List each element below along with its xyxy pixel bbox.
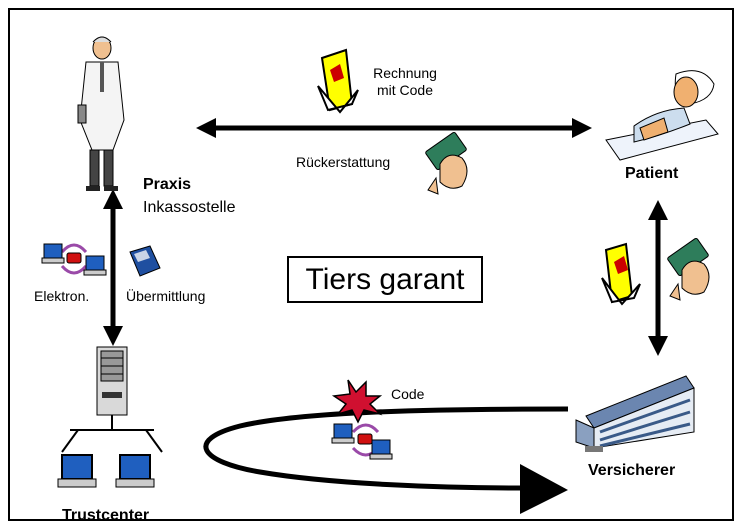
diagram-frame: [8, 8, 734, 521]
hand-card-icon: [425, 131, 468, 195]
electronic-transmission-icon-2: [331, 423, 393, 460]
electronic-transmission-icon: [41, 243, 107, 276]
edge-label-elektron: Elektron.: [34, 288, 90, 304]
loop-arrow: [203, 406, 569, 514]
node-patient-name: Patient: [625, 165, 679, 182]
hand-card-icon-2: [667, 237, 710, 301]
edge-label-rechnung: Rechnung mit Code: [373, 65, 437, 98]
node-versicherer-name: Versicherer: [588, 462, 676, 479]
server-network-icon: [57, 346, 163, 488]
edge-label-uebermittlung: Übermittlung: [126, 288, 206, 304]
node-praxis-subtitle: Inkassostelle: [143, 199, 236, 216]
floppy-disk-icon: [129, 245, 161, 277]
invoice-document-icon-2: [601, 242, 641, 306]
building-icon: [575, 375, 695, 452]
diagram-title: Tiers garant: [287, 256, 483, 303]
edge-label-code: Code: [391, 386, 425, 402]
doctor-icon: [77, 36, 125, 191]
code-burst-icon: [331, 379, 383, 424]
invoice-document-icon: [317, 48, 359, 114]
node-trustcenter-name: Trustcenter: [62, 507, 150, 524]
node-praxis-name: Praxis: [143, 176, 192, 193]
patient-in-bed-icon: [605, 70, 719, 161]
loop-arrow-head: [520, 464, 568, 514]
edge-label-rueckerstattung: Rückerstattung: [296, 154, 391, 170]
